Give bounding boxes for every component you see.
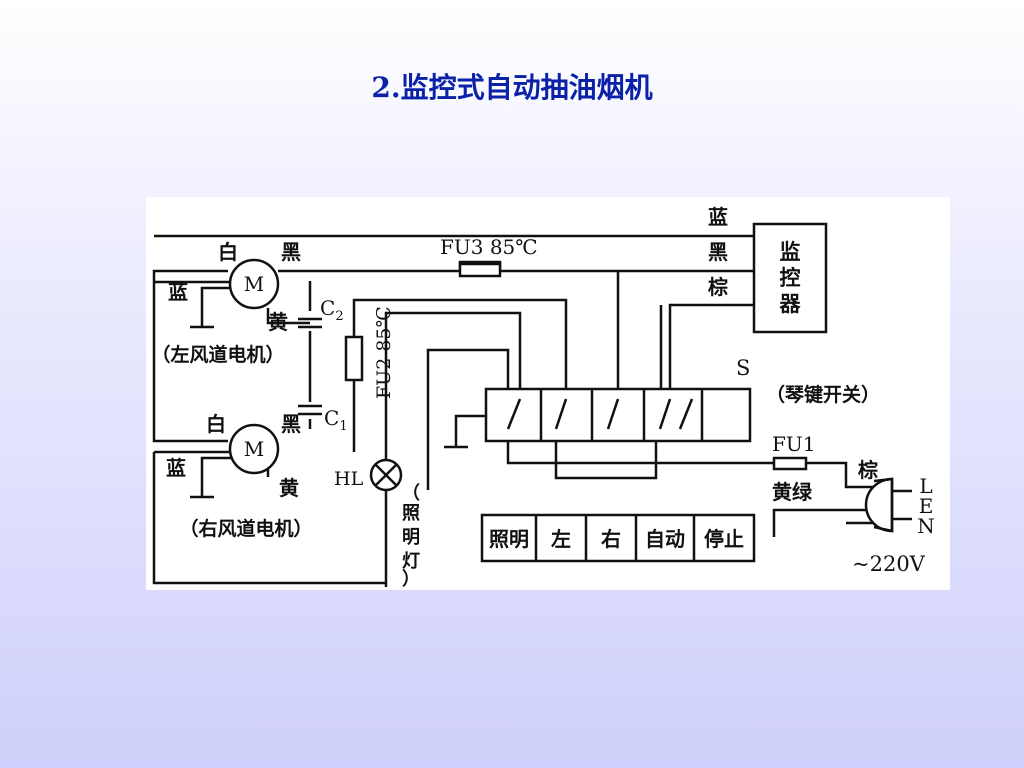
capacitor-c2-label: C2 xyxy=(320,296,344,324)
circuit-wires xyxy=(152,234,874,587)
motor-left-m-label: M xyxy=(244,272,264,296)
motor-right-white-label: 白 xyxy=(206,412,226,436)
motor-left-caption: （左风道电机） xyxy=(151,343,284,366)
motor-left-yellow-label: 黄 xyxy=(268,310,288,334)
motor-right-m-label: M xyxy=(244,437,264,461)
switch-bank xyxy=(484,387,752,443)
key-table: 照明 左 右 自动 停止 xyxy=(480,513,756,563)
lamp-hl xyxy=(369,458,403,492)
fuse-fu1-label: FU1 xyxy=(772,432,815,456)
wire-label-brown: 棕 xyxy=(708,275,728,299)
key-label-lighting: 照明 xyxy=(489,527,529,551)
lamp-caption-3: 灯 xyxy=(402,551,420,572)
motor-left-white-label: 白 xyxy=(218,240,238,264)
motor-right-caption: （右风道电机） xyxy=(179,517,312,540)
monitor-label-1: 监 xyxy=(780,240,801,264)
fuse-fu3-label: FU3 85℃ xyxy=(440,235,538,259)
motor-left-symbol xyxy=(228,258,280,310)
plug-pin-n: N xyxy=(917,514,935,538)
power-voltage-label: ~220V xyxy=(852,552,926,576)
lamp-hl-label: HL xyxy=(334,468,364,490)
motor-left-blue-label: 蓝 xyxy=(168,280,188,304)
key-label-stop: 停止 xyxy=(704,527,744,551)
motor-right-symbol xyxy=(228,423,280,475)
fuse-fu1 xyxy=(772,456,808,471)
power-plug xyxy=(864,477,912,533)
power-brown-label: 棕 xyxy=(858,458,878,482)
switch-s-label: S xyxy=(736,356,750,380)
capacitor-c1 xyxy=(298,404,322,416)
key-label-left: 左 xyxy=(551,527,571,551)
monitor-label-2: 控 xyxy=(780,266,801,290)
wire-label-black: 黑 xyxy=(708,240,728,264)
wire-label-blue: 蓝 xyxy=(708,205,728,229)
monitor-box xyxy=(752,222,828,334)
lamp-caption-2: 明 xyxy=(402,527,420,548)
monitor-label-3: 器 xyxy=(779,292,802,316)
fuse-fu3 xyxy=(458,262,502,278)
fuse-fu2-label: FU2 85℃ xyxy=(373,306,395,399)
lamp-caption-close: ） xyxy=(402,569,420,590)
lamp-caption-1: 照 xyxy=(402,503,420,524)
fuse-fu2 xyxy=(344,335,364,382)
key-label-right: 右 xyxy=(601,527,621,551)
switch-caption: （琴键开关） xyxy=(766,383,880,406)
circuit-diagram: 照明 左 右 自动 停止 蓝 黑 棕 监 控 器 FU3 85℃ FU2 85℃… xyxy=(146,197,950,590)
motor-right-yellow-label: 黄 xyxy=(279,476,299,500)
motor-left-black-label: 黑 xyxy=(281,240,301,264)
plug-pin-e: E xyxy=(919,494,934,518)
capacitor-c2 xyxy=(298,317,322,329)
slide-title: 2.监控式自动抽油烟机 xyxy=(371,71,653,104)
lamp-caption-open: （ xyxy=(402,483,420,504)
motor-right-blue-label: 蓝 xyxy=(166,456,186,480)
motor-right-black-label: 黑 xyxy=(281,412,301,436)
power-yellow-green-label: 黄绿 xyxy=(772,480,813,504)
key-label-auto: 自动 xyxy=(645,527,685,551)
capacitor-c1-label: C1 xyxy=(324,406,348,434)
plug-pin-l: L xyxy=(919,474,932,498)
